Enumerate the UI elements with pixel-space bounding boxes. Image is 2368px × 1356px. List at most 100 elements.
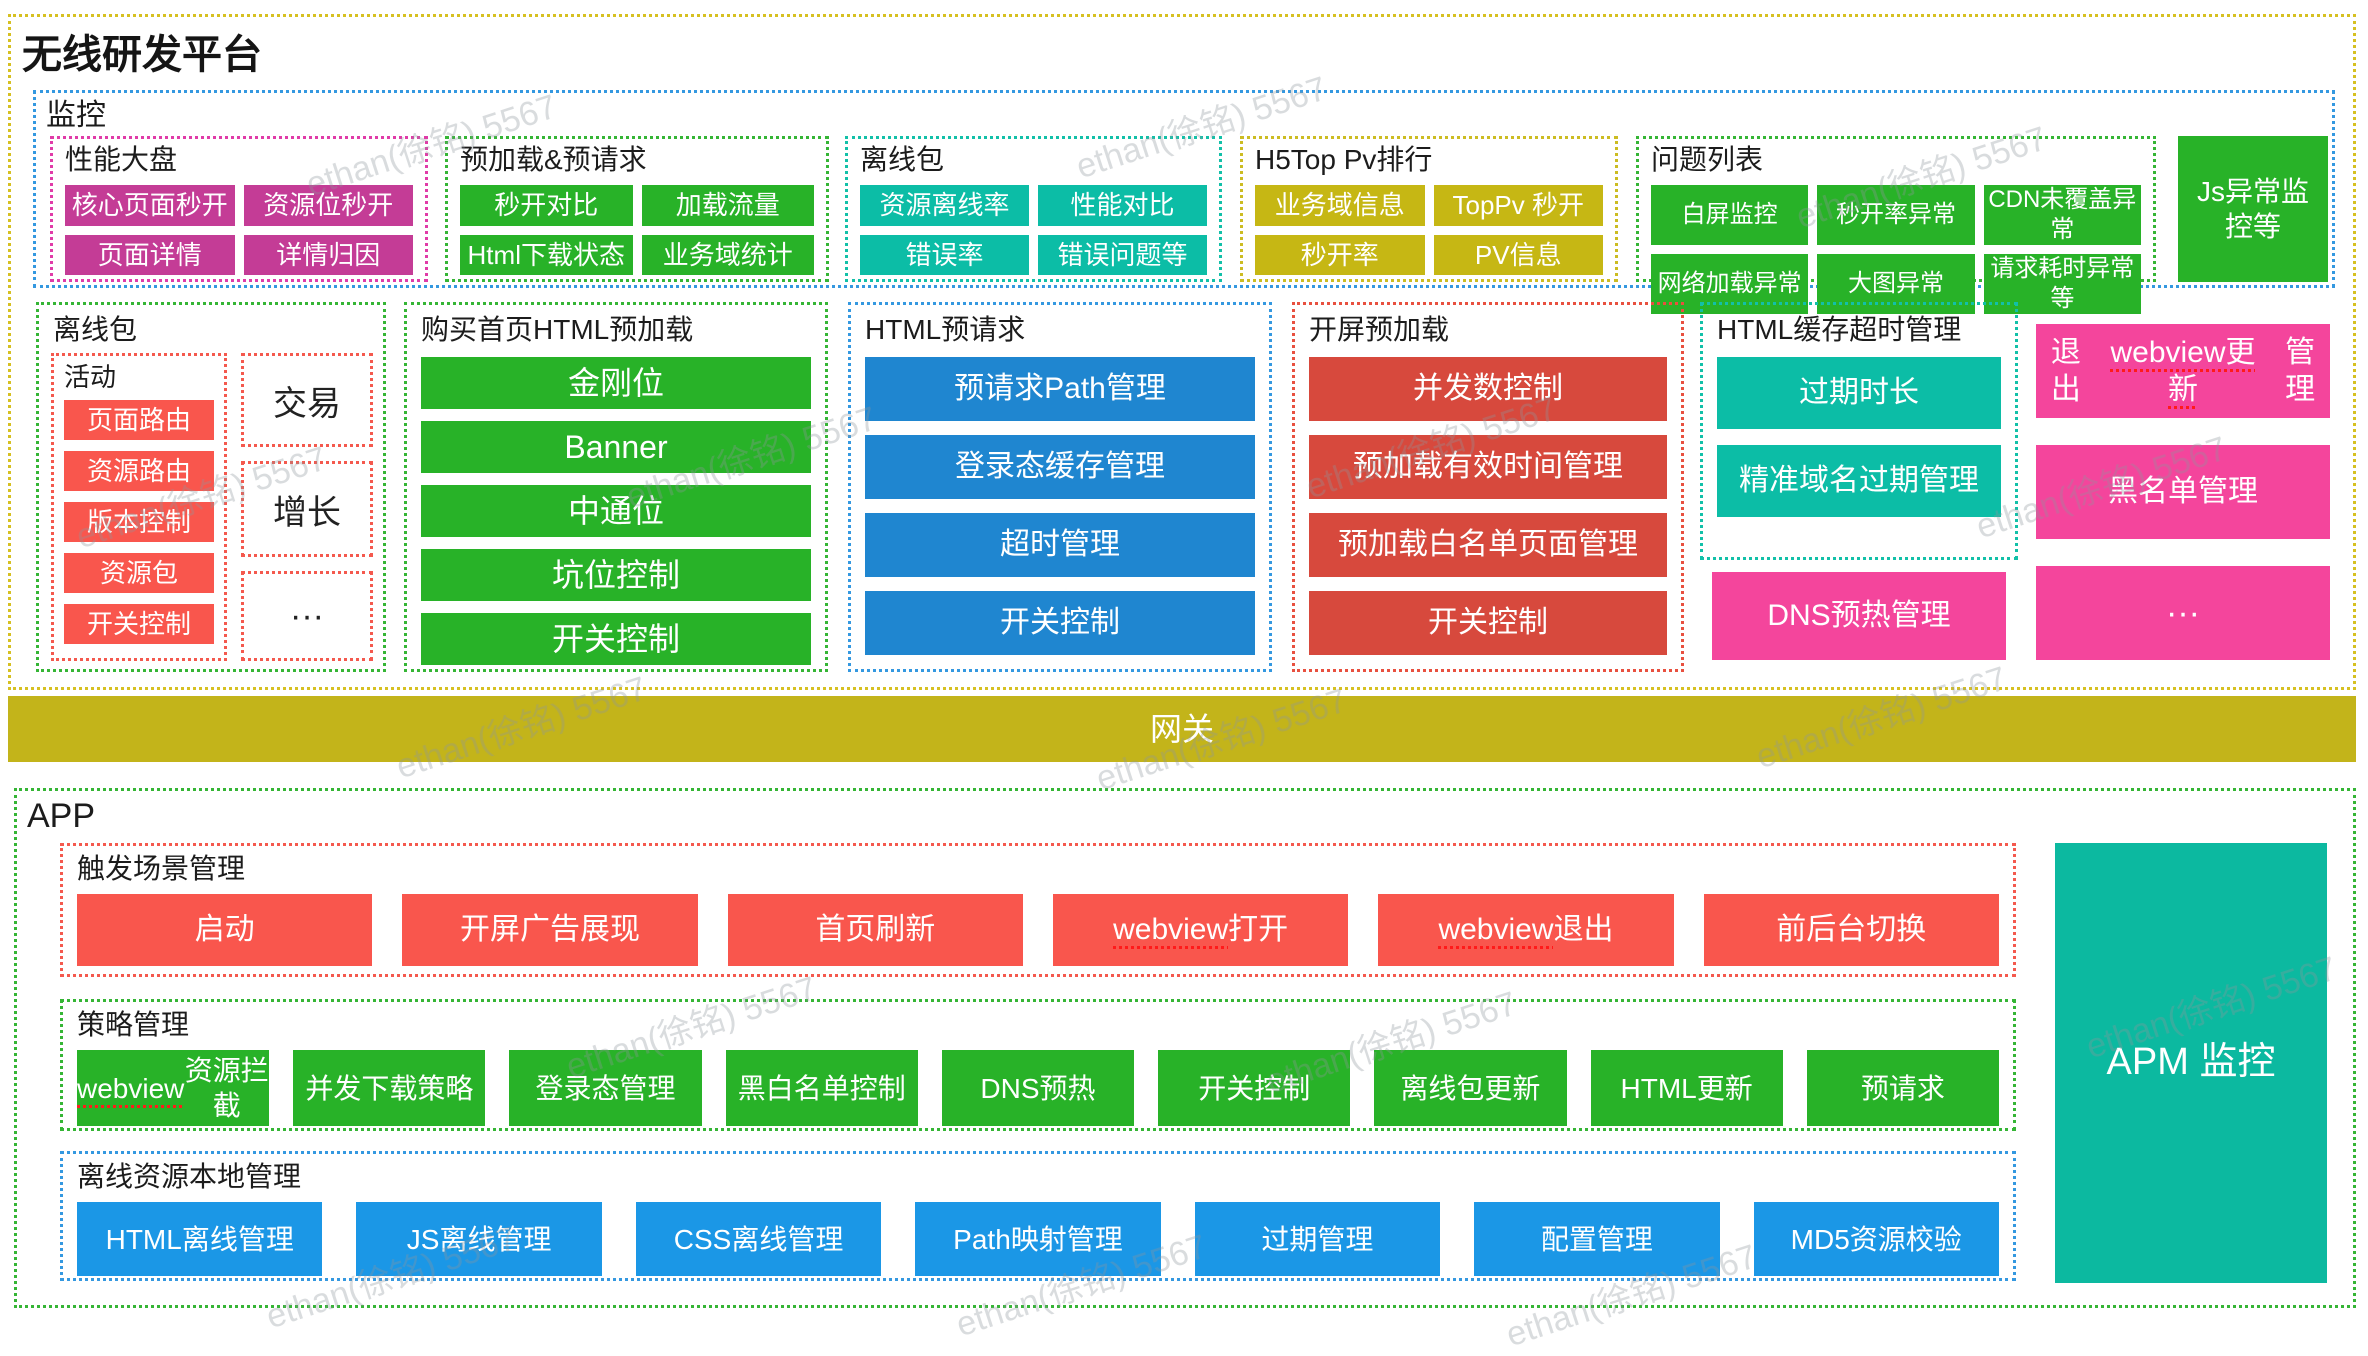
box-concurrency-control: 并发数控制 <box>1309 357 1667 421</box>
box-page-route: 页面路由 <box>64 400 214 440</box>
prerequest-label: HTML预请求 <box>865 314 1026 345</box>
box-html-download-status: Html下载状态 <box>460 234 633 275</box>
box-page-detail: 页面详情 <box>65 234 235 275</box>
offline-local-section: 离线资源本地管理 HTML离线管理 JS离线管理 CSS离线管理 Path映射管… <box>60 1151 2016 1281</box>
box-speed-rate-abnormal: 秒开率异常 <box>1817 185 1975 245</box>
box-version-control: 版本控制 <box>64 502 214 542</box>
platform-container <box>8 14 2356 690</box>
issues-label: 问题列表 <box>1651 144 1764 175</box>
box-home-refresh: 首页刷新 <box>727 894 1023 966</box>
section-perf-dashboard: 性能大盘 核心页面秒开 资源位秒开 页面详情 详情归因 <box>50 136 428 282</box>
box-load-traffic: 加载流量 <box>641 185 814 226</box>
box-preload-whitelist-mgmt: 预加载白名单页面管理 <box>1309 513 1667 577</box>
box-path-mapping-mgmt: Path映射管理 <box>915 1202 1161 1276</box>
box-switch-control: 开关控制 <box>64 604 214 644</box>
box-core-page-speed: 核心页面秒开 <box>65 185 235 226</box>
gateway-bar: 网关 <box>8 696 2356 762</box>
html-prerequest-section: HTML预请求 预请求Path管理 登录态缓存管理 超时管理 开关控制 <box>848 302 1272 672</box>
trigger-label: 触发场景管理 <box>77 853 246 884</box>
splash-preload-section: 开屏预加载 并发数控制 预加载有效时间管理 预加载白名单页面管理 开关控制 <box>1292 302 1684 672</box>
domain-more: ··· <box>241 571 373 661</box>
activity-label: 活动 <box>64 362 117 392</box>
box-prerequest: 预请求 <box>1806 1050 1999 1126</box>
box-config-mgmt: 配置管理 <box>1474 1202 1720 1276</box>
section-offline-pkg-monitor: 离线包 资源离线率 性能对比 错误率 错误问题等 <box>845 136 1222 282</box>
box-perf-compare: 性能对比 <box>1038 185 1207 226</box>
box-prerequest-path-mgmt: 预请求Path管理 <box>865 357 1255 421</box>
box-login-cache-mgmt: 登录态缓存管理 <box>865 435 1255 499</box>
htmlcache-label: HTML缓存超时管理 <box>1717 314 1962 345</box>
box-pv-info: PV信息 <box>1433 234 1603 275</box>
page-title: 无线研发平台 <box>22 33 262 77</box>
section-issue-list: 问题列表 白屏监控 秒开率异常 CDN未覆盖异常 网络加载异常 大图异常 请求耗… <box>1636 136 2156 314</box>
box-precise-domain-expire-mgmt: 精准域名过期管理 <box>1717 445 2001 517</box>
perf-label: 性能大盘 <box>65 144 178 175</box>
purchase-preload-section: 购买首页HTML预加载 金刚位 Banner 中通位 坑位控制 开关控制 <box>404 302 828 672</box>
box-purchase-switch-control: 开关控制 <box>421 613 811 665</box>
box-preload-valid-time-mgmt: 预加载有效时间管理 <box>1309 435 1667 499</box>
h5top-label: H5Top Pv排行 <box>1255 144 1433 175</box>
box-jingang-slot: 金刚位 <box>421 357 811 409</box>
box-error-rate: 错误率 <box>860 234 1029 275</box>
box-resource-pack: 资源包 <box>64 553 214 593</box>
app-label: APP <box>27 797 96 835</box>
section-h5top-pv: H5Top Pv排行 业务域信息 TopPv 秒开 秒开率 PV信息 <box>1240 136 1618 282</box>
box-white-screen-monitor: 白屏监控 <box>1651 185 1809 245</box>
preload-label: 预加载&预请求 <box>460 144 647 175</box>
box-cdn-uncovered-abnormal: CDN未覆盖异常 <box>1983 185 2141 245</box>
box-resource-route: 资源路由 <box>64 451 214 491</box>
box-bizdomain-info: 业务域信息 <box>1255 185 1425 226</box>
box-timeout-mgmt: 超时管理 <box>865 513 1255 577</box>
box-splash-switch-control: 开关控制 <box>1309 591 1667 655</box>
box-fg-bg-switch: 前后台切换 <box>1703 894 1999 966</box>
domain-trade: 交易 <box>241 353 373 447</box>
offline-pkg-label: 离线包 <box>53 314 138 345</box>
box-error-issues: 错误问题等 <box>1038 234 1207 275</box>
box-toppv-speed: TopPv 秒开 <box>1433 185 1603 226</box>
splash-label: 开屏预加载 <box>1309 314 1450 345</box>
box-expire-duration: 过期时长 <box>1717 357 2001 429</box>
box-resource-slot-speed: 资源位秒开 <box>243 185 413 226</box>
box-blackwhite-list-control: 黑白名单控制 <box>725 1050 918 1126</box>
apm-monitor-box: APM 监控 <box>2055 843 2327 1283</box>
activity-subsection: 活动 页面路由 资源路由 版本控制 资源包 开关控制 <box>51 353 227 661</box>
box-detail-attribution: 详情归因 <box>243 234 413 275</box>
monitor-section: 监控 性能大盘 核心页面秒开 资源位秒开 页面详情 详情归因 预加载&预请求 秒… <box>33 90 2335 314</box>
box-speed-compare: 秒开对比 <box>460 185 633 226</box>
box-bizdomain-stats: 业务域统计 <box>641 234 814 275</box>
box-js-offline-mgmt: JS离线管理 <box>356 1202 602 1276</box>
box-concurrent-download-strategy: 并发下载策略 <box>293 1050 486 1126</box>
box-login-state-mgmt: 登录态管理 <box>509 1050 702 1126</box>
offline-monitor-label: 离线包 <box>860 144 945 175</box>
box-request-time-abnormal: 请求耗时异常等 <box>1983 254 2141 314</box>
box-offline-pkg-update: 离线包更新 <box>1374 1050 1567 1126</box>
box-blacklist-mgmt: 黑名单管理 <box>2036 445 2330 539</box>
box-resource-offline-rate: 资源离线率 <box>860 185 1029 226</box>
offline-local-label: 离线资源本地管理 <box>77 1161 302 1192</box>
domain-growth: 增长 <box>241 461 373 557</box>
box-js-exception-monitor: Js异常监控等 <box>2178 136 2328 282</box>
section-preload-prerequest: 预加载&预请求 秒开对比 加载流量 Html下载状态 业务域统计 <box>445 136 829 282</box>
offline-pkg-section: 离线包 活动 页面路由 资源路由 版本控制 资源包 开关控制 交易 增长 ··· <box>36 302 386 672</box>
box-html-update: HTML更新 <box>1590 1050 1783 1126</box>
box-speed-rate: 秒开率 <box>1255 234 1425 275</box>
monitor-label: 监控 <box>46 99 106 132</box>
box-dns-prewarm-mgmt: DNS预热管理 <box>1712 572 2006 660</box>
box-splash-ad-show: 开屏广告展现 <box>402 894 698 966</box>
box-launch: 启动 <box>77 894 373 966</box>
box-md5-resource-check: MD5资源校验 <box>1753 1202 1999 1276</box>
box-pit-control: 坑位控制 <box>421 549 811 601</box>
box-expire-mgmt: 过期管理 <box>1194 1202 1441 1276</box>
box-css-offline-mgmt: CSS离线管理 <box>635 1202 882 1276</box>
box-prerequest-switch-control: 开关控制 <box>865 591 1255 655</box>
box-pink-more: ··· <box>2036 566 2330 660</box>
box-html-offline-mgmt: HTML离线管理 <box>77 1202 323 1276</box>
purchase-label: 购买首页HTML预加载 <box>421 314 694 345</box>
